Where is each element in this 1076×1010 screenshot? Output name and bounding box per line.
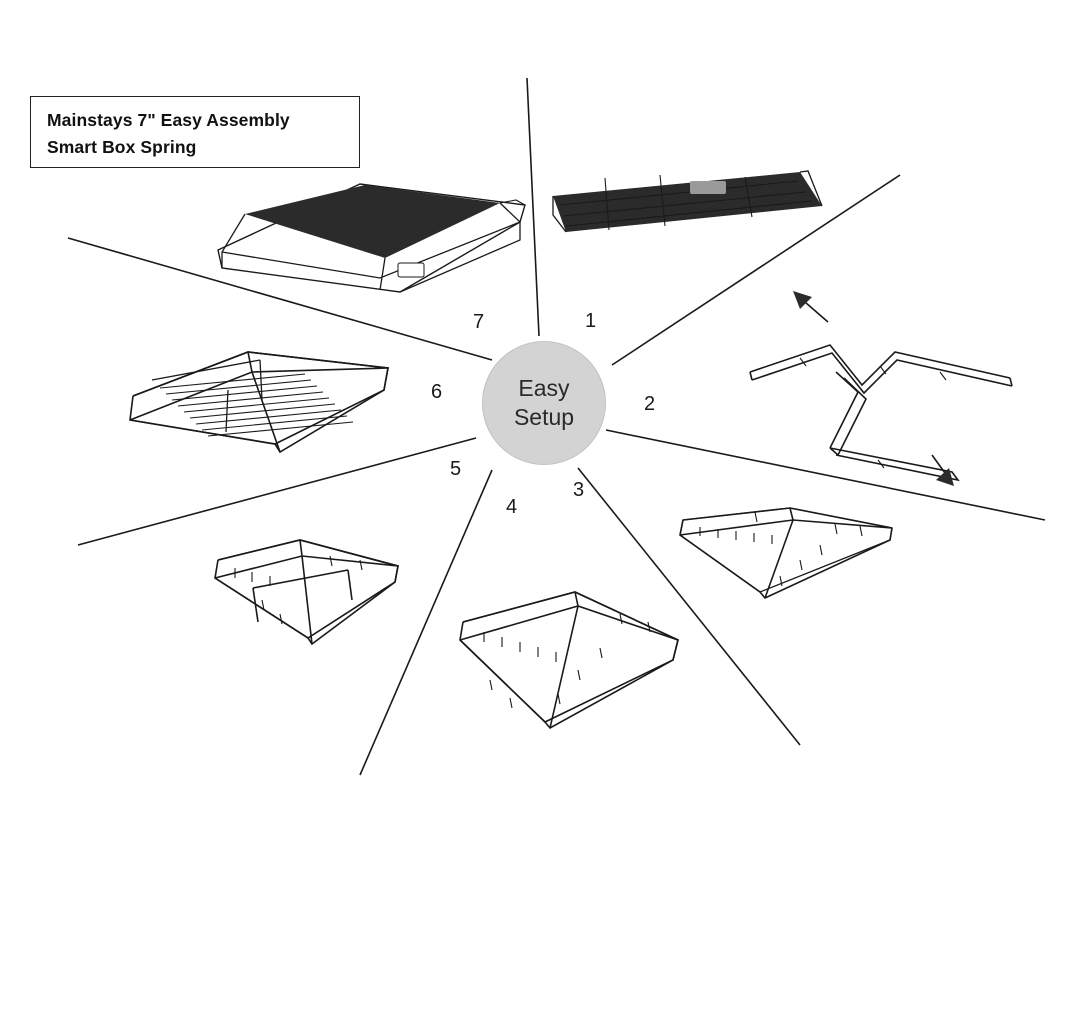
step-number-6: 6 bbox=[431, 381, 443, 403]
step-number-3: 3 bbox=[573, 479, 585, 501]
hub-label-line-1: Easy bbox=[518, 375, 570, 401]
step-number-1: 1 bbox=[585, 310, 597, 332]
product-title-line-2: Smart Box Spring bbox=[47, 137, 197, 157]
hub-label-line-2: Setup bbox=[513, 404, 575, 430]
easy-setup-hub: Easy Setup bbox=[482, 341, 606, 465]
frame-with-center-support-illustration bbox=[214, 539, 399, 646]
arrow-down-right-icon bbox=[931, 454, 954, 486]
assembled-box-spring-illustration bbox=[217, 183, 526, 293]
unfolding-frame-arrows-illustration bbox=[749, 291, 1013, 486]
folded-box-spring-package-illustration bbox=[552, 170, 823, 233]
step-number-7: 7 bbox=[473, 311, 485, 333]
radial-spokes bbox=[67, 77, 1046, 776]
arrow-up-left-icon bbox=[793, 291, 829, 323]
step-number-5: 5 bbox=[450, 458, 462, 480]
finished-slat-frame-illustration bbox=[679, 507, 893, 599]
product-title-box: Mainstays 7" Easy Assembly Smart Box Spr… bbox=[30, 96, 360, 168]
partially-opened-frame-illustration bbox=[129, 351, 389, 454]
step-number-4: 4 bbox=[506, 496, 518, 518]
product-title-line-1: Mainstays 7" Easy Assembly bbox=[47, 110, 290, 130]
opened-frame-slats-illustration bbox=[459, 591, 679, 730]
step-number-2: 2 bbox=[644, 393, 656, 415]
